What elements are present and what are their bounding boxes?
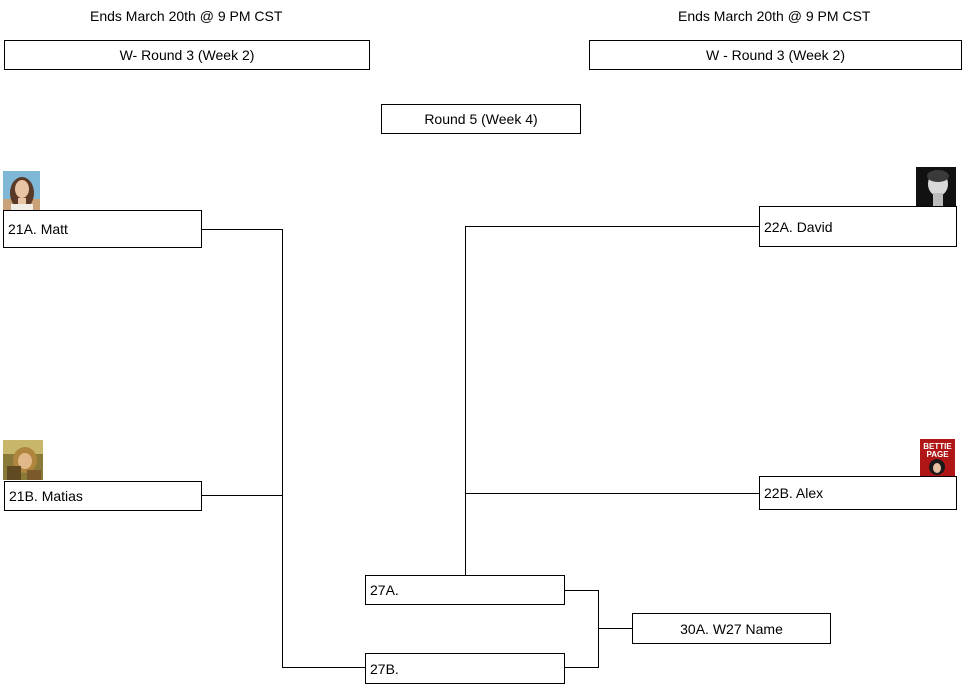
right-deadline: Ends March 20th @ 9 PM CST [678, 8, 871, 24]
match-22b: 22B. Alex [759, 476, 957, 510]
match-27a: 27A. [365, 575, 565, 605]
match-21b: 21B. Matias [4, 481, 202, 511]
match-22a: 22A. David [759, 206, 957, 247]
connector-21a [201, 229, 366, 668]
poster-text-line1: BETTIE [923, 442, 952, 451]
bw-portrait-icon [916, 167, 956, 206]
woman-portrait-icon [3, 171, 40, 210]
right-round-label: W - Round 3 (Week 2) [589, 40, 962, 70]
warrior-portrait-icon [3, 440, 43, 480]
connector-22a [465, 226, 760, 576]
poster-text-line2: PAGE [926, 450, 949, 459]
left-deadline: Ends March 20th @ 9 PM CST [90, 8, 283, 24]
left-round-label: W- Round 3 (Week 2) [4, 40, 370, 70]
match-27b: 27B. [365, 653, 565, 684]
match-21a: 21A. Matt [3, 210, 202, 248]
bettie-page-poster-icon: BETTIE PAGE [920, 439, 955, 476]
connector-27a [564, 590, 599, 668]
match-30a: 30A. W27 Name [632, 613, 831, 644]
center-round-label: Round 5 (Week 4) [381, 104, 581, 134]
